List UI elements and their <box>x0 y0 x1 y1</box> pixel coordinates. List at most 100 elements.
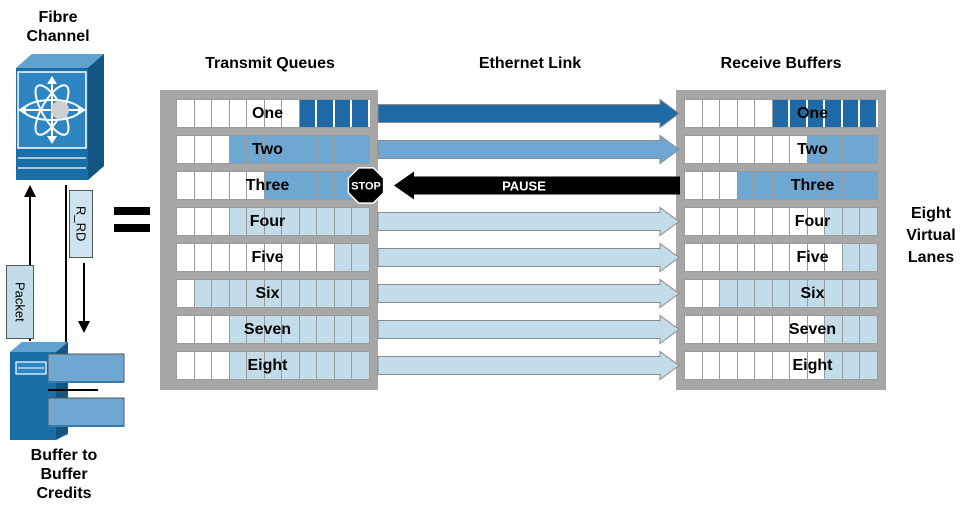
tx-buffer-cell <box>229 172 247 199</box>
rx-buffer-cell <box>790 172 808 199</box>
rx-buffer-cell <box>737 316 755 343</box>
rx-buffer-cell <box>702 172 720 199</box>
tx-buffer-cell <box>229 280 247 307</box>
rx-lane-seven: Seven <box>684 315 878 344</box>
tx-buffer-cell <box>299 100 317 127</box>
tx-buffer-cell <box>282 172 300 199</box>
rx-buffer-cell <box>685 136 703 163</box>
fibre-channel-switch-icon <box>16 54 104 180</box>
tx-buffer-cell <box>229 100 247 127</box>
tx-buffer-cell <box>264 316 282 343</box>
rx-buffer-cell <box>702 244 720 271</box>
tx-buffer-cell <box>247 208 265 235</box>
rx-buffer-cell <box>860 172 878 199</box>
tx-buffer-cell <box>282 100 300 127</box>
tx-buffer-cell <box>177 208 195 235</box>
buffer-credits-label: Buffer to Buffer Credits <box>6 446 122 503</box>
transmit-arrow-six <box>377 278 680 309</box>
rx-buffer-cell <box>702 100 720 127</box>
rx-buffer-cell <box>702 208 720 235</box>
tx-buffer-cell <box>264 100 282 127</box>
rx-buffer-cell <box>772 316 790 343</box>
tx-buffer-cell <box>299 208 317 235</box>
rx-buffer-cell <box>842 280 860 307</box>
pause-label: PAUSE <box>502 179 546 194</box>
rx-buffer-cell <box>842 352 860 379</box>
tx-buffer-cell <box>282 244 300 271</box>
tx-buffer-cell <box>247 100 265 127</box>
transmit-arrow-five <box>377 242 680 273</box>
tx-buffer-cell <box>317 316 335 343</box>
buffer-credits-line2: Buffer <box>40 466 88 483</box>
rx-buffer-cell <box>720 136 738 163</box>
rx-buffer-cell <box>807 136 825 163</box>
rx-buffer-cell <box>790 136 808 163</box>
tx-buffer-cell <box>352 352 370 379</box>
tx-buffer-cell <box>229 316 247 343</box>
stop-sign-icon <box>347 167 385 204</box>
rx-buffer-cell <box>842 316 860 343</box>
tx-buffer-cell <box>352 136 370 163</box>
tx-buffer-cell <box>177 352 195 379</box>
rx-lane-six: Six <box>684 279 878 308</box>
buffer-credits-line3: Credits <box>36 485 92 502</box>
rx-buffer-cell <box>702 352 720 379</box>
tx-buffer-cell <box>299 136 317 163</box>
tx-buffer-cell <box>177 244 195 271</box>
tx-buffer-cell <box>317 244 335 271</box>
rx-buffer-cell <box>737 100 755 127</box>
tx-buffer-cell <box>282 280 300 307</box>
rx-buffer-cell <box>685 208 703 235</box>
rx-buffer-cell <box>860 100 878 127</box>
rx-buffer-cell <box>825 100 843 127</box>
tx-lane-three: Three <box>176 171 370 200</box>
rx-buffer-cell <box>825 136 843 163</box>
tx-buffer-cell <box>264 208 282 235</box>
rx-buffer-cell <box>772 244 790 271</box>
tx-buffer-cell <box>212 136 230 163</box>
equals-sign <box>114 197 150 241</box>
tx-buffer-cell <box>317 100 335 127</box>
tx-buffer-cell <box>194 244 212 271</box>
fibre-channel-label-line2: Channel <box>26 28 90 45</box>
tx-buffer-cell <box>264 280 282 307</box>
fibre-channel-label: Fibre Channel <box>8 8 108 46</box>
storage-buffer-icon <box>10 342 125 440</box>
rx-buffer-cell <box>807 244 825 271</box>
tx-buffer-cell <box>212 280 230 307</box>
tx-lane-two: Two <box>176 135 370 164</box>
rx-buffer-cell <box>702 280 720 307</box>
rx-buffer-cell <box>772 100 790 127</box>
tx-buffer-cell <box>299 172 317 199</box>
rx-buffer-cell <box>825 280 843 307</box>
tx-buffer-cell <box>194 280 212 307</box>
rx-buffer-cell <box>755 244 773 271</box>
transmit-arrow-two <box>377 134 680 165</box>
rx-buffer-cell <box>737 352 755 379</box>
tx-buffer-cell <box>299 280 317 307</box>
rx-buffer-cell <box>807 100 825 127</box>
tx-buffer-cell <box>334 280 352 307</box>
tx-lane-five: Five <box>176 243 370 272</box>
r-rdy-label: R_RD <box>73 206 89 242</box>
tx-lane-six: Six <box>176 279 370 308</box>
tx-buffer-cell <box>177 316 195 343</box>
rx-lane-four: Four <box>684 207 878 236</box>
tx-buffer-cell <box>264 352 282 379</box>
tx-buffer-cell <box>247 316 265 343</box>
fibre-channel-label-line1: Fibre <box>38 9 78 26</box>
rx-buffer-cell <box>685 172 703 199</box>
rx-buffer-cell <box>790 352 808 379</box>
tx-buffer-cell <box>299 352 317 379</box>
rx-buffer-cell <box>685 280 703 307</box>
tx-buffer-cell <box>247 136 265 163</box>
tx-buffer-cell <box>282 316 300 343</box>
rx-buffer-cell <box>772 172 790 199</box>
tx-buffer-cell <box>299 244 317 271</box>
rx-buffer-cell <box>685 244 703 271</box>
rx-buffer-cell <box>755 172 773 199</box>
tx-buffer-cell <box>229 136 247 163</box>
rx-buffer-cell <box>772 352 790 379</box>
tx-lane-one: One <box>176 99 370 128</box>
rx-buffer-cell <box>737 280 755 307</box>
